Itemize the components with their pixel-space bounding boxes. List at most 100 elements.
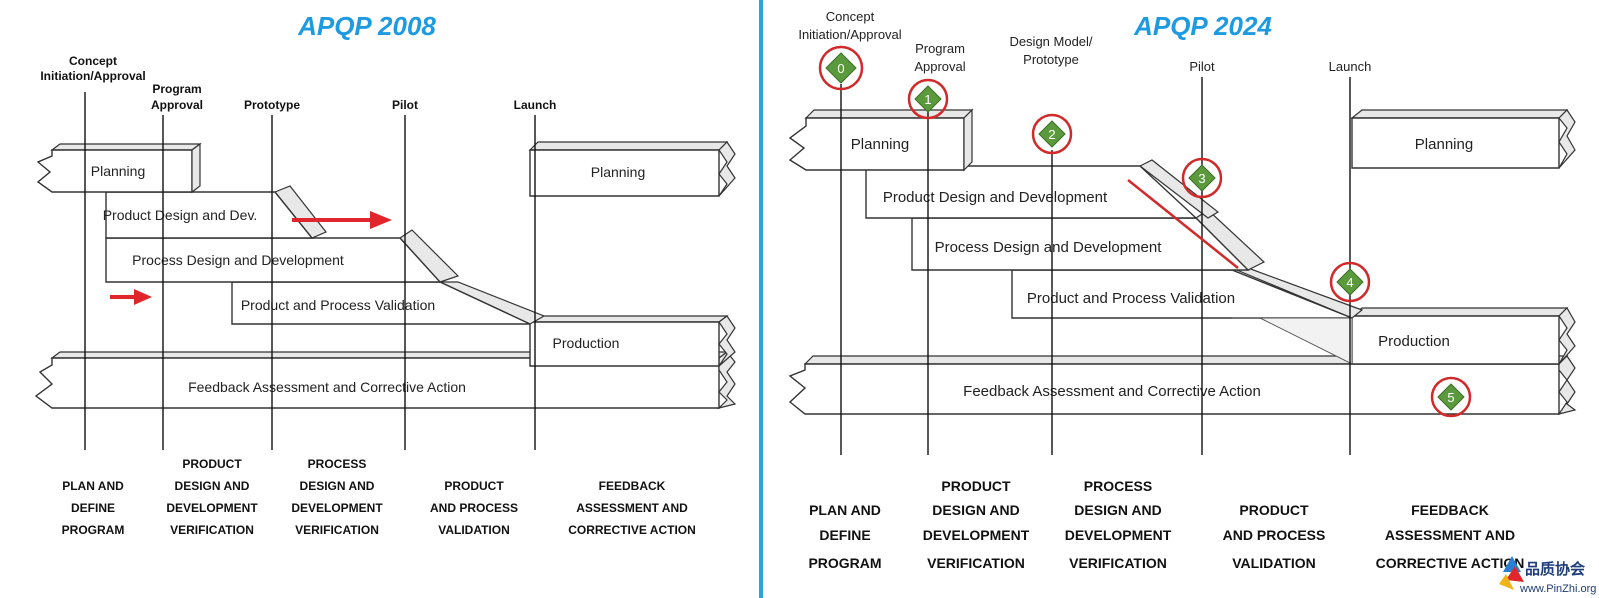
gate-3-label: 3: [1198, 171, 1205, 186]
svg-text:PROCESS: PROCESS: [308, 457, 367, 471]
left-phase-product-design: PRODUCT DESIGN AND DEVELOPMENT VERIFICAT…: [166, 457, 258, 537]
svg-text:ASSESSMENT AND: ASSESSMENT AND: [1385, 527, 1515, 543]
right-bar-process-design: Process Design and Development: [911, 209, 1266, 271]
left-bar-process-design-label: Process Design and Development: [132, 252, 344, 268]
svg-text:DEVELOPMENT: DEVELOPMENT: [166, 501, 258, 515]
right-phase-plan: PLAN AND DEFINE PROGRAM: [808, 502, 881, 571]
right-phase-validation: PRODUCT AND PROCESS VALIDATION: [1223, 502, 1326, 571]
svg-text:DESIGN AND: DESIGN AND: [932, 502, 1019, 518]
svg-text:DESIGN AND: DESIGN AND: [300, 479, 375, 493]
svg-text:PROGRAM: PROGRAM: [808, 555, 881, 571]
right-milestone-pilot: Pilot: [1189, 59, 1215, 74]
svg-text:VERIFICATION: VERIFICATION: [170, 523, 254, 537]
svg-text:VERIFICATION: VERIFICATION: [927, 555, 1025, 571]
left-bar-planning-label: Planning: [91, 163, 146, 179]
gate-3-marker: 3: [1181, 157, 1223, 199]
svg-text:CORRECTIVE ACTION: CORRECTIVE ACTION: [568, 523, 696, 537]
left-red-arrow-top: [292, 211, 392, 229]
gate-5-marker: 5: [1430, 376, 1472, 418]
right-bar-planning-label: Planning: [851, 136, 909, 153]
left-bar-feedback-label: Feedback Assessment and Corrective Actio…: [188, 379, 466, 395]
svg-text:DESIGN AND: DESIGN AND: [175, 479, 250, 493]
svg-text:PROCESS: PROCESS: [1084, 478, 1152, 494]
gate-2-label: 2: [1048, 127, 1055, 142]
right-milestone-program-approval: Approval: [914, 59, 965, 74]
left-milestone-program: Program: [152, 82, 201, 96]
svg-text:PLAN AND: PLAN AND: [62, 479, 124, 493]
right-milestone-design-model: Design Model/: [1009, 34, 1092, 49]
svg-text:AND PROCESS: AND PROCESS: [430, 501, 518, 515]
svg-text:AND PROCESS: AND PROCESS: [1223, 527, 1326, 543]
left-bar-product-design-label: Product Design and Dev.: [103, 207, 258, 223]
svg-text:DEFINE: DEFINE: [71, 501, 115, 515]
svg-text:PLAN AND: PLAN AND: [809, 502, 881, 518]
gate-2-marker: 2: [1031, 113, 1073, 155]
left-milestone-launch: Launch: [514, 98, 557, 112]
left-panel: APQP 2008 Concept Initiation/Approval Pr…: [34, 11, 737, 537]
left-phase-validation: PRODUCT AND PROCESS VALIDATION: [430, 479, 518, 537]
left-phase-plan: PLAN AND DEFINE PROGRAM: [62, 479, 125, 537]
right-red-diagonal: [1127, 179, 1239, 269]
svg-text:FEEDBACK: FEEDBACK: [1411, 502, 1489, 518]
right-bar-planning: Planning: [788, 108, 974, 172]
left-phase-process-design: PROCESS DESIGN AND DEVELOPMENT VERIFICAT…: [291, 457, 383, 537]
svg-text:DEVELOPMENT: DEVELOPMENT: [1065, 527, 1172, 543]
left-bar-process-design: Process Design and Development: [105, 229, 460, 283]
svg-text:VALIDATION: VALIDATION: [1232, 555, 1315, 571]
svg-text:CORRECTIVE ACTION: CORRECTIVE ACTION: [1376, 555, 1525, 571]
svg-text:VALIDATION: VALIDATION: [438, 523, 510, 537]
right-bar-process-design-label: Process Design and Development: [935, 239, 1163, 256]
left-bar-feedback: Feedback Assessment and Corrective Actio…: [34, 351, 737, 410]
right-bar-product-design: Product Design and Development: [865, 159, 1220, 219]
left-bar-validation-label: Product and Process Validation: [241, 297, 435, 313]
right-milestone-concept-approval: Initiation/Approval: [798, 27, 901, 42]
svg-text:FEEDBACK: FEEDBACK: [599, 479, 666, 493]
watermark-cn: 品质协会: [1525, 560, 1585, 578]
left-bar-planning-right-label: Planning: [591, 164, 646, 180]
left-milestone-concept-approval: Initiation/Approval: [40, 69, 145, 83]
gate-1-marker: 1: [907, 78, 949, 120]
left-bar-production: Production: [528, 315, 736, 367]
left-milestone-program-approval: Approval: [151, 98, 203, 112]
left-red-arrow-bottom: [110, 289, 152, 305]
svg-text:PRODUCT: PRODUCT: [182, 457, 242, 471]
svg-text:DESIGN AND: DESIGN AND: [1074, 502, 1161, 518]
watermark-logo-icon: [1499, 556, 1524, 590]
svg-text:PRODUCT: PRODUCT: [1239, 502, 1309, 518]
right-milestone-prototype: Prototype: [1023, 52, 1079, 67]
right-milestone-program: Program: [915, 41, 965, 56]
right-title: APQP 2024: [1133, 11, 1272, 41]
watermark-url: www.PinZhi.org: [1519, 583, 1596, 595]
right-milestone-launch: Launch: [1329, 59, 1372, 74]
gate-5-label: 5: [1447, 390, 1454, 405]
svg-text:PRODUCT: PRODUCT: [941, 478, 1011, 494]
panel-divider: [759, 0, 763, 598]
svg-text:PROGRAM: PROGRAM: [62, 523, 125, 537]
right-bar-production-label: Production: [1378, 333, 1450, 350]
right-bar-validation: Product and Process Validation: [1011, 267, 1364, 365]
left-bar-validation: Product and Process Validation: [231, 281, 546, 325]
svg-text:DEFINE: DEFINE: [819, 527, 870, 543]
gate-1-label: 1: [924, 92, 931, 107]
gate-4-marker: 4: [1329, 261, 1371, 303]
gate-4-label: 4: [1346, 275, 1353, 290]
right-phase-product-design: PRODUCT DESIGN AND DEVELOPMENT VERIFICAT…: [923, 478, 1030, 571]
svg-text:DEVELOPMENT: DEVELOPMENT: [291, 501, 383, 515]
svg-text:ASSESSMENT AND: ASSESSMENT AND: [576, 501, 688, 515]
right-bar-production: Production: [1350, 307, 1576, 365]
gate-0-label: 0: [837, 61, 844, 76]
svg-text:PRODUCT: PRODUCT: [444, 479, 504, 493]
left-phase-feedback: FEEDBACK ASSESSMENT AND CORRECTIVE ACTIO…: [568, 479, 696, 537]
left-title: APQP 2008: [297, 11, 436, 41]
svg-text:DEVELOPMENT: DEVELOPMENT: [923, 527, 1030, 543]
right-phase-feedback: FEEDBACK ASSESSMENT AND CORRECTIVE ACTIO…: [1376, 502, 1525, 571]
gate-0-marker: 0: [818, 45, 864, 91]
right-panel: APQP 2024 Concept Initiation/Approval Pr…: [788, 9, 1596, 595]
right-phase-process-design: PROCESS DESIGN AND DEVELOPMENT VERIFICAT…: [1065, 478, 1172, 571]
left-bar-production-label: Production: [553, 335, 620, 351]
left-milestone-concept: Concept: [69, 54, 117, 68]
right-bar-feedback-label: Feedback Assessment and Corrective Actio…: [963, 383, 1261, 400]
svg-text:VERIFICATION: VERIFICATION: [1069, 555, 1167, 571]
left-bar-planning-right: Planning: [528, 141, 736, 197]
